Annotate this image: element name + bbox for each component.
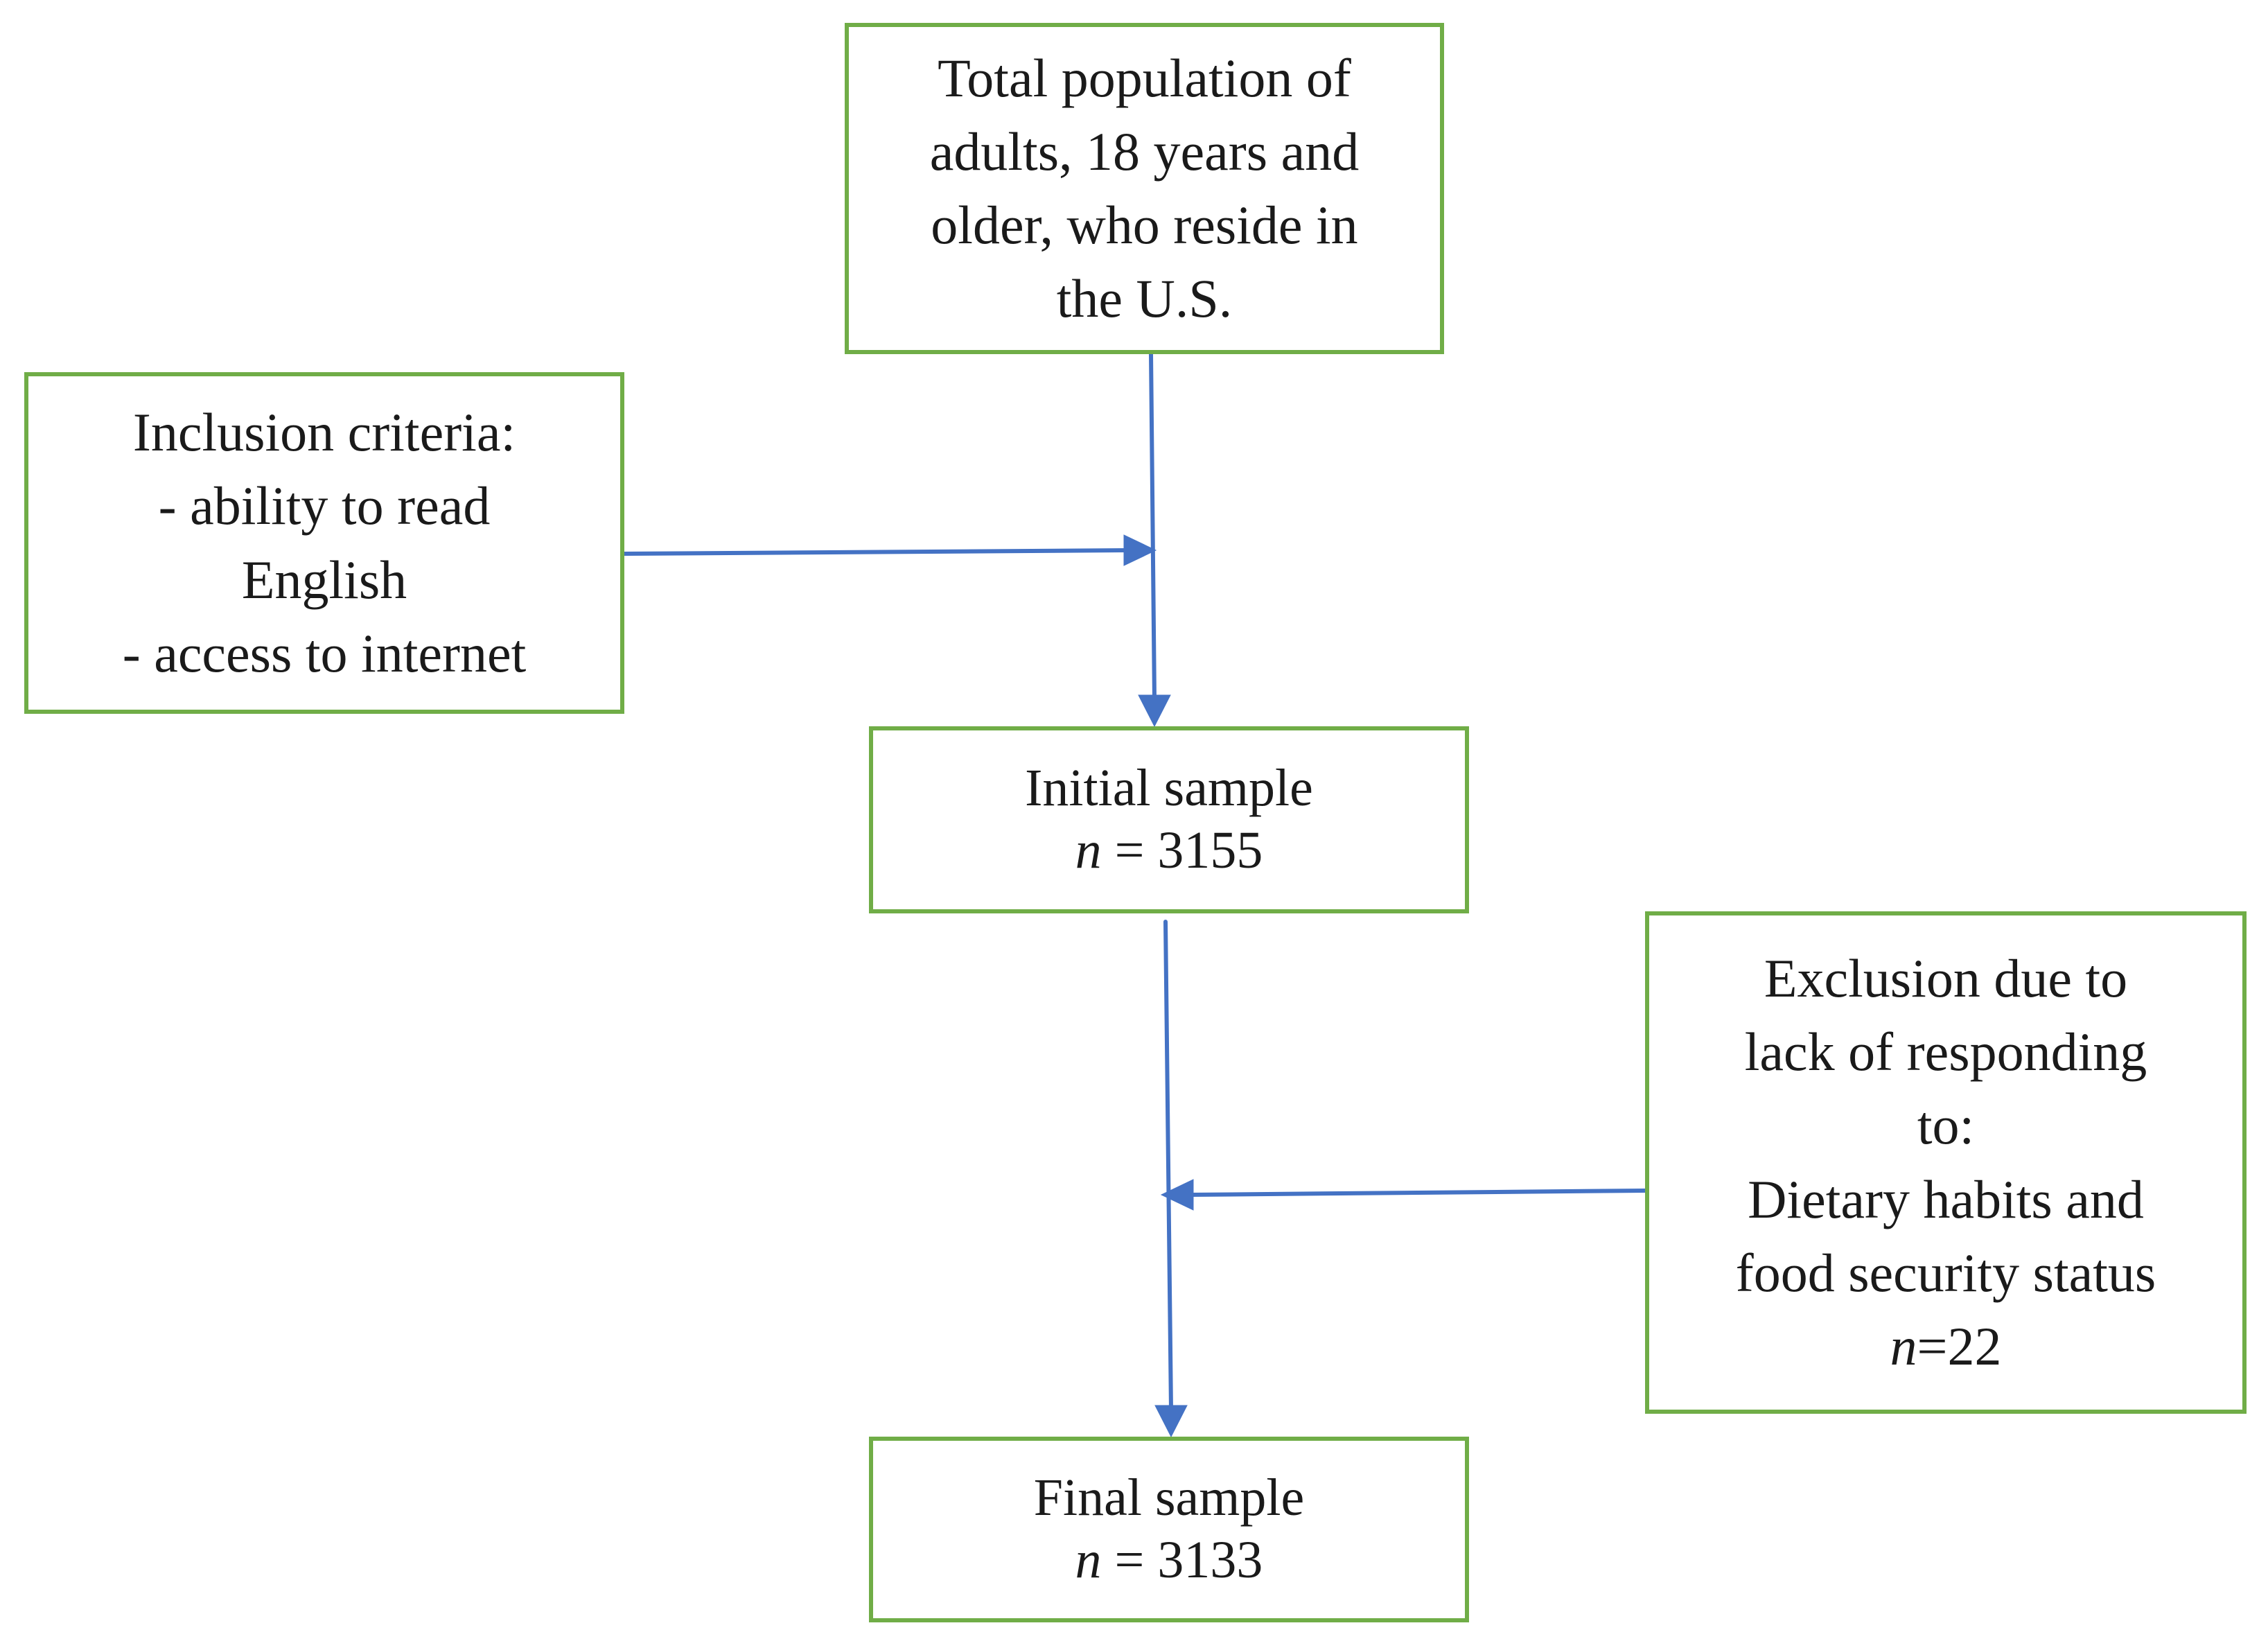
exclusion-line-5: food security status [1735, 1242, 2156, 1303]
population-line-4: the U.S. [1056, 268, 1233, 329]
population-line-1: Total population of [938, 47, 1351, 108]
final-sample-title: Final sample [1033, 1469, 1305, 1527]
arrowhead-left-exclusion [1160, 1179, 1194, 1211]
initial-sample-n-value: = 3155 [1101, 821, 1263, 879]
final-sample-n-symbol: n [1075, 1531, 1102, 1589]
exclusion-line-2: lack of responding [1744, 1022, 2147, 1083]
exclusion-count: n=22 [1736, 1310, 2156, 1383]
exclusion-line-1: Exclusion due to [1764, 948, 2128, 1009]
exclusion-text: Exclusion due to lack of responding to: … [1736, 942, 2156, 1383]
final-sample-box: Final sample n = 3133 [869, 1437, 1469, 1622]
initial-sample-n-symbol: n [1075, 821, 1102, 879]
inclusion-line-1: Inclusion criteria: [132, 402, 516, 463]
population-text: Total population of adults, 18 years and… [930, 42, 1360, 335]
population-box: Total population of adults, 18 years and… [845, 23, 1444, 354]
arrowhead-right-inclusion [1123, 534, 1157, 566]
exclusion-n-value: =22 [1917, 1315, 2002, 1376]
inclusion-text: Inclusion criteria: - ability to read En… [123, 396, 527, 690]
initial-sample-count: n = 3155 [1025, 820, 1313, 882]
exclusion-line-3: to: [1917, 1095, 1975, 1156]
exclusion-box: Exclusion due to lack of responding to: … [1645, 911, 2247, 1414]
exclusion-n-symbol: n [1890, 1315, 1917, 1376]
inclusion-line-3: English [241, 549, 407, 610]
exclusion-line-4: Dietary habits and [1748, 1168, 2144, 1229]
connector-population-to-initial [1149, 352, 1157, 702]
connector-exclusion-to-main [1188, 1189, 1647, 1197]
connector-initial-to-final [1163, 920, 1173, 1412]
inclusion-criteria-box: Inclusion criteria: - ability to read En… [24, 372, 624, 714]
inclusion-line-4: - access to internet [122, 622, 527, 683]
connector-inclusion-to-main [622, 548, 1128, 556]
initial-sample-box: Initial sample n = 3155 [869, 726, 1469, 913]
initial-sample-text: Initial sample n = 3155 [1025, 757, 1313, 882]
population-line-3: older, who reside in [931, 195, 1358, 255]
arrowhead-down-initial [1138, 694, 1171, 728]
arrowhead-down-final [1154, 1405, 1188, 1438]
final-sample-n-value: = 3133 [1101, 1531, 1263, 1589]
inclusion-line-2: - ability to read [158, 475, 491, 536]
final-sample-text: Final sample n = 3133 [1034, 1467, 1305, 1591]
final-sample-count: n = 3133 [1034, 1530, 1305, 1592]
initial-sample-title: Initial sample [1025, 759, 1313, 818]
population-line-2: adults, 18 years and [929, 121, 1360, 182]
